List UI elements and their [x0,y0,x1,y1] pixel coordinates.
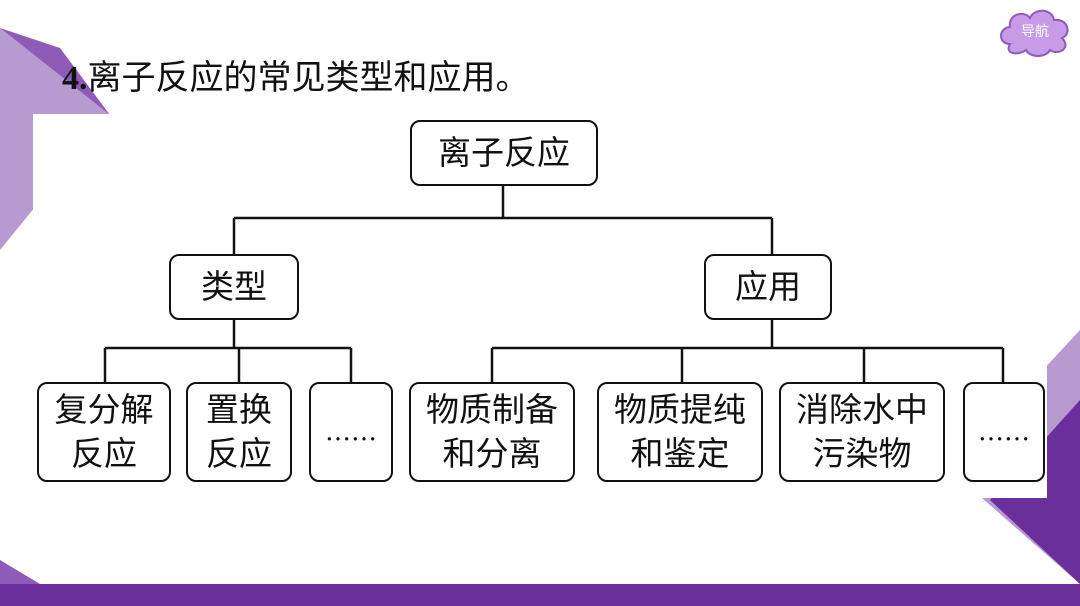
concept-diagram: 离子反应 类型 应用 复分解 反应 置换 反应 …… 物质制备 和分离 物质提纯… [33,114,1047,498]
title-number: 4. [62,60,88,97]
cloud-icon [1000,9,1069,57]
diagram-connectors [103,184,1005,384]
title-text: 离子反应的常见类型和应用。 [87,58,530,98]
nav-label: 导航 [1021,24,1049,40]
node-applications: 应用 [704,254,832,320]
node-displacement-reaction: 置换 反应 [186,382,292,482]
bottom-bar [0,584,1080,606]
page-title: 4.离子反应的常见类型和应用。 [62,50,530,99]
node-types-more: …… [309,382,393,482]
node-water-pollutant-removal: 消除水中 污染物 [779,382,945,482]
nav-button[interactable]: 导航 [996,4,1074,58]
node-purification-identification: 物质提纯 和鉴定 [597,382,763,482]
node-types: 类型 [169,254,299,320]
node-preparation-separation: 物质制备 和分离 [409,382,575,482]
node-applications-more: …… [963,382,1045,482]
node-metathesis-reaction: 复分解 反应 [37,382,171,482]
root-node: 离子反应 [410,120,598,186]
